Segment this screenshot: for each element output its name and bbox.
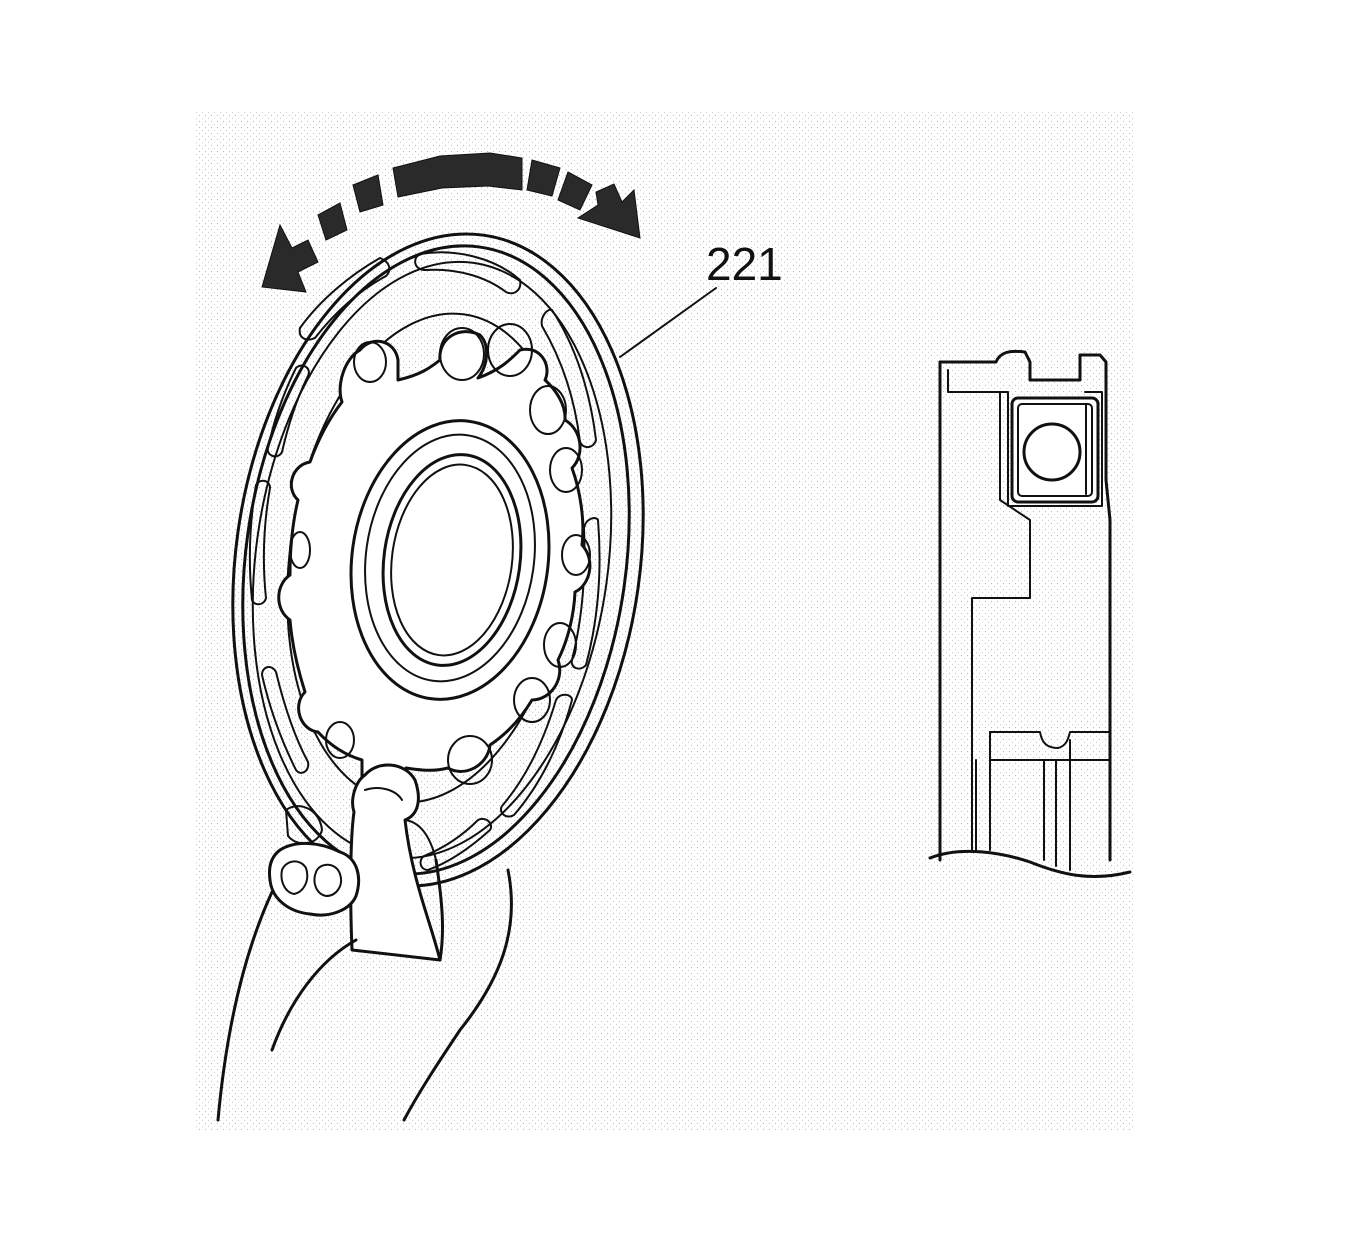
seal-cross-section <box>928 349 1132 878</box>
callout-leader-line <box>619 287 717 358</box>
rotate-both-directions-icon <box>261 152 641 293</box>
technician-hand <box>216 763 513 1122</box>
callout-label: 221 <box>706 238 783 290</box>
seal-plate <box>231 232 645 888</box>
